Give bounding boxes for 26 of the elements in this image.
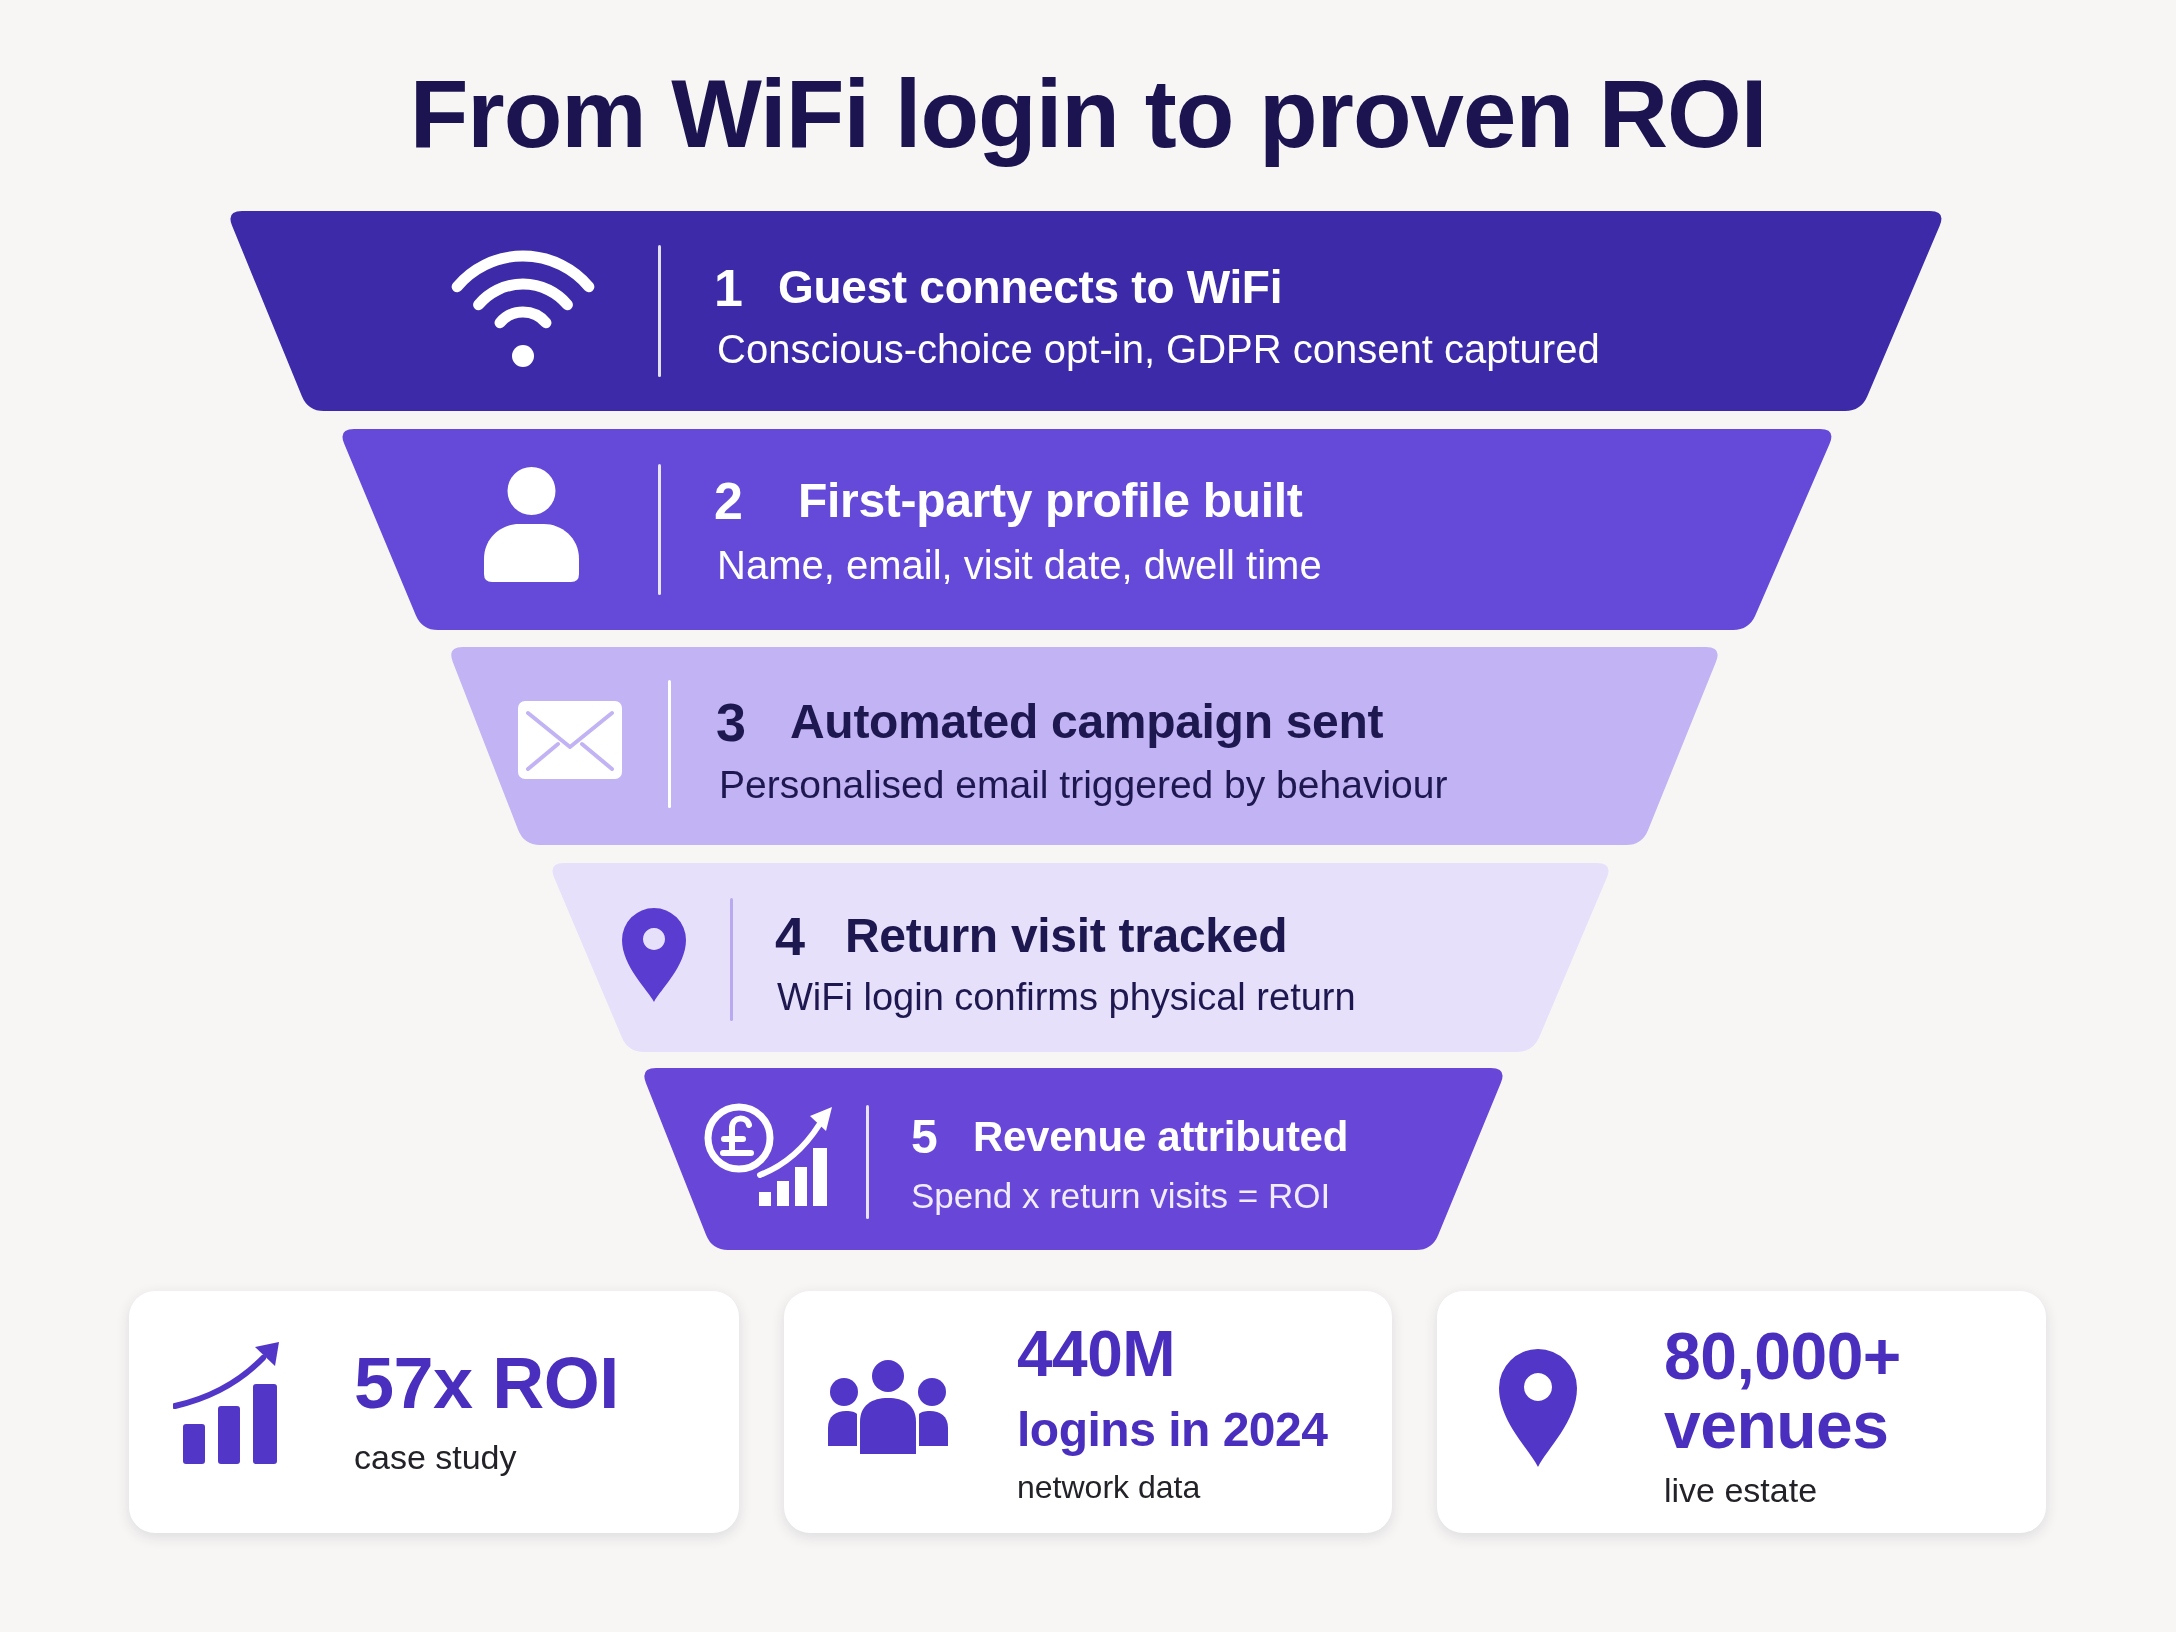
step-number: 5 (911, 1109, 938, 1166)
stat-source: network data (1017, 1467, 1201, 1506)
step-title: Guest connects to WiFi (778, 260, 1283, 316)
stat-card (129, 1291, 739, 1533)
step-description: Name, email, visit date, dwell time (717, 542, 1322, 589)
stat-value: 440M (1017, 1318, 1176, 1392)
stat-source: case study (354, 1437, 517, 1479)
stat-value: 57x ROI (354, 1341, 619, 1425)
step-title: Automated campaign sent (790, 694, 1384, 751)
title: From WiFi login to proven ROI (409, 60, 1767, 168)
step-number: 3 (716, 690, 747, 754)
stat-card (1437, 1291, 2046, 1533)
step-description: Conscious-choice opt-in, GDPR consent captured (717, 326, 1600, 373)
step-title: Return visit tracked (845, 908, 1288, 965)
stat-value: 80,000+ venues (1664, 1322, 1902, 1461)
step-description: WiFi login confirms physical return (777, 975, 1356, 1021)
step-title: Revenue attributed (973, 1111, 1348, 1162)
stat-source: live estate (1664, 1470, 1818, 1512)
stat-card (784, 1291, 1392, 1533)
step-number: 4 (775, 904, 806, 968)
stat-value: logins in 2024 (1017, 1402, 1328, 1458)
step-description: Personalised email triggered by behaviour (719, 761, 1448, 808)
step-title: First-party profile built (798, 473, 1303, 530)
step-description: Spend x return visits = ROI (911, 1175, 1331, 1217)
step-number: 2 (714, 470, 743, 532)
step-number: 1 (714, 257, 743, 319)
